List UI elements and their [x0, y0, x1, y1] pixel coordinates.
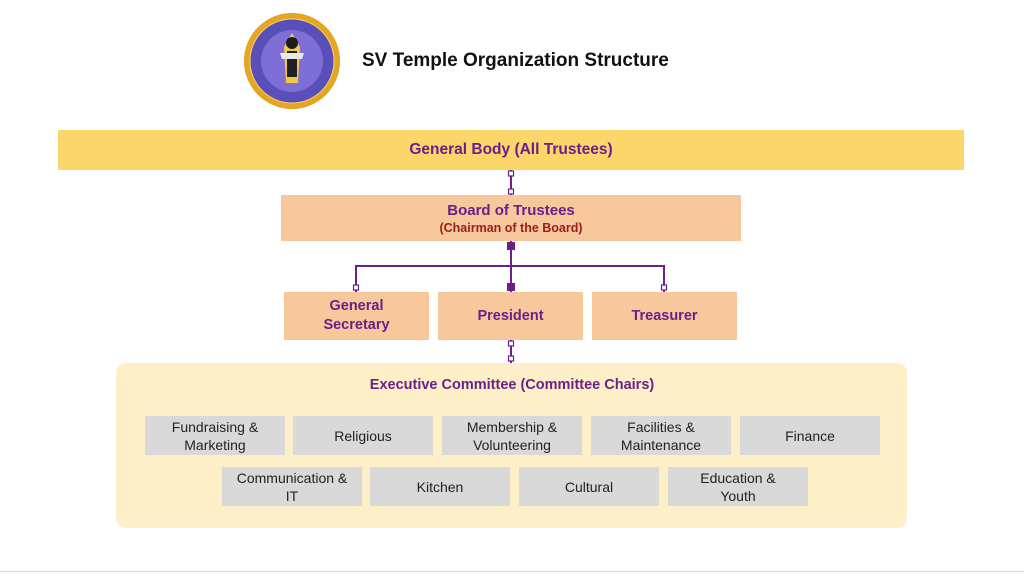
committee-label: Education & Youth	[700, 469, 776, 504]
officer-label: General Secretary	[323, 298, 390, 333]
committee-label: Finance	[785, 427, 835, 444]
officer-label: President	[477, 307, 544, 324]
general-body-box: General Body (All Trustees)	[58, 130, 964, 170]
committee-label: Fundraising & Marketing	[171, 418, 259, 453]
connector-handle	[507, 242, 515, 250]
connector-handle	[507, 188, 515, 195]
committee-religious: Religious	[293, 416, 433, 455]
committee-finance: Finance	[740, 416, 880, 455]
page-title: SV Temple Organization Structure	[362, 50, 669, 71]
committee-cultural: Cultural	[519, 467, 659, 506]
connector-handle	[507, 283, 515, 291]
executive-committee-title: Executive Committee (Committee Chairs)	[369, 377, 655, 393]
committee-label: Communication & IT	[236, 469, 348, 504]
connector-handle	[507, 355, 515, 362]
committee-facilities-maintenance: Facilities & Maintenance	[591, 416, 731, 455]
committee-communication-it: Communication & IT	[222, 467, 362, 506]
temple-logo	[244, 13, 340, 109]
connector-handle	[352, 284, 360, 291]
bottom-divider	[0, 571, 1024, 572]
board-subtitle: (Chairman of the Board)	[439, 220, 583, 235]
board-of-trustees-box: Board of Trustees (Chairman of the Board…	[281, 195, 741, 241]
officer-treasurer: Treasurer	[592, 292, 737, 340]
committee-label: Cultural	[564, 478, 614, 495]
general-body-label: General Body (All Trustees)	[409, 141, 613, 158]
connector-handle	[507, 340, 515, 347]
connector-handle	[507, 170, 515, 177]
committee-label: Membership & Volunteering	[466, 418, 558, 453]
committee-education-youth: Education & Youth	[668, 467, 808, 506]
connector-board-officers	[355, 265, 665, 292]
board-title: Board of Trustees	[447, 201, 575, 219]
officer-president: President	[438, 292, 583, 340]
committee-label: Kitchen	[416, 478, 464, 495]
committee-fundraising-marketing: Fundraising & Marketing	[145, 416, 285, 455]
committee-label: Religious	[334, 427, 392, 444]
committee-membership-volunteering: Membership & Volunteering	[442, 416, 582, 455]
officer-label: Treasurer	[631, 307, 698, 324]
committee-label: Facilities & Maintenance	[620, 418, 702, 453]
committee-kitchen: Kitchen	[370, 467, 510, 506]
temple-seal-icon	[245, 14, 339, 108]
connector-handle	[660, 284, 668, 291]
officer-general-secretary: General Secretary	[284, 292, 429, 340]
